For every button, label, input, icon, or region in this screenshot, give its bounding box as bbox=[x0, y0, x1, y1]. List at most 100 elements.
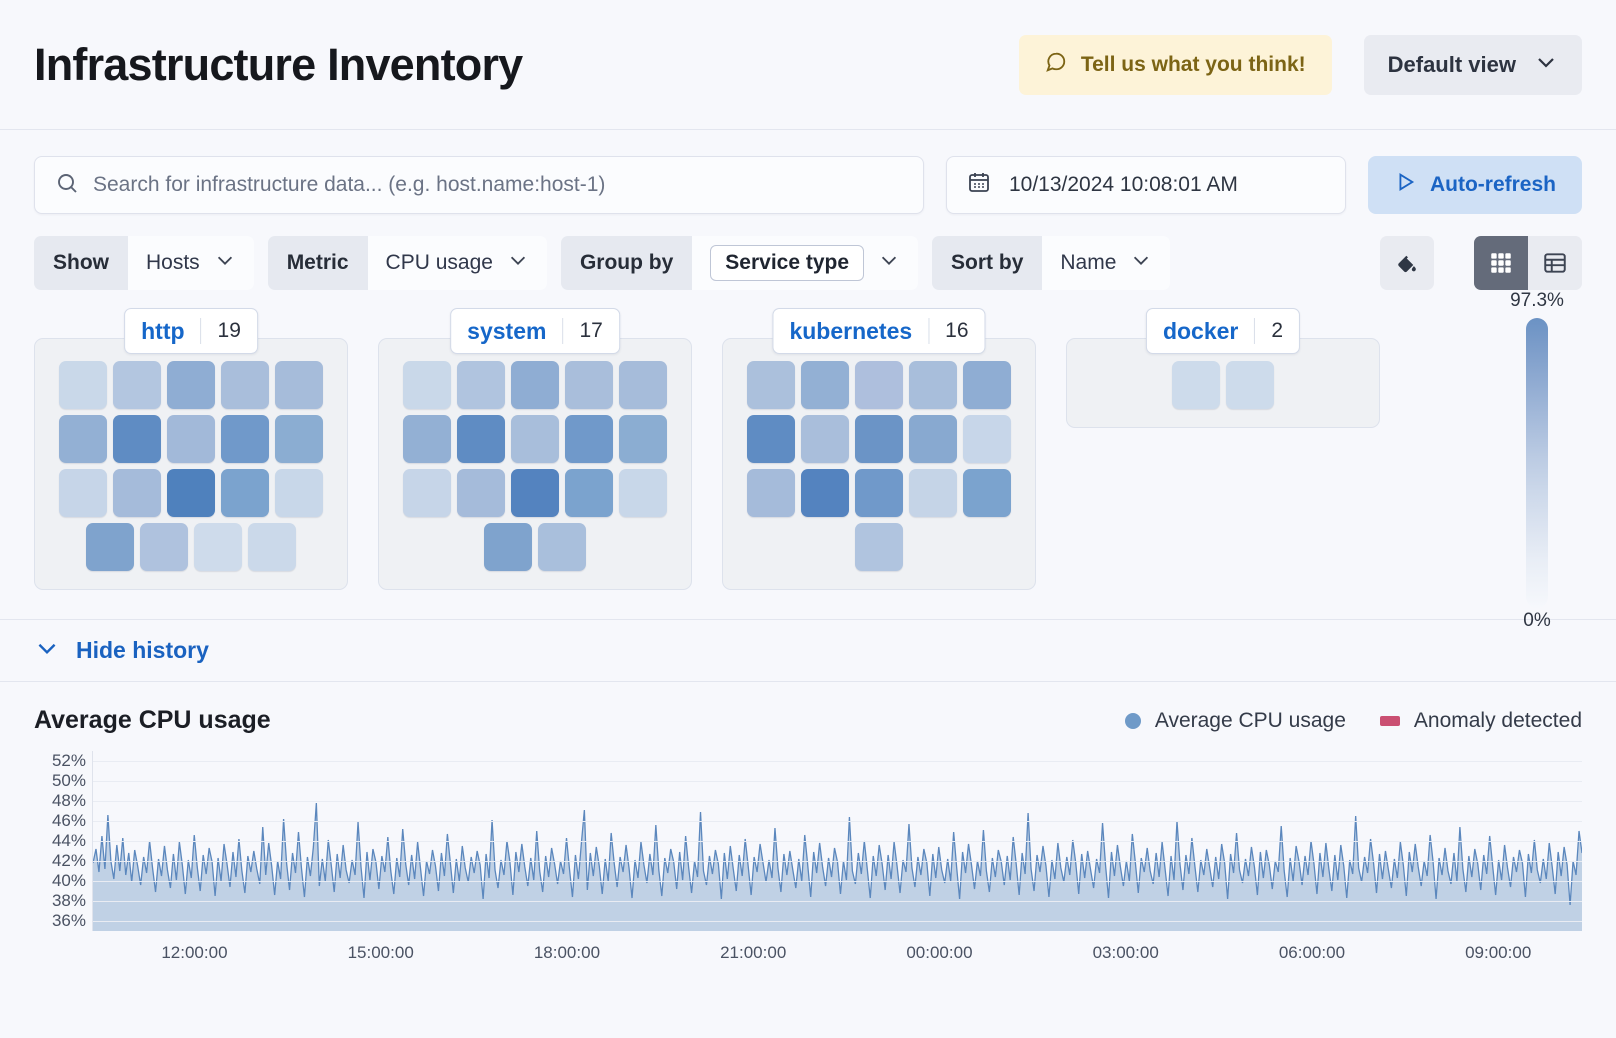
node-cell[interactable] bbox=[113, 469, 161, 517]
group-name[interactable]: kubernetes bbox=[789, 317, 913, 344]
node-cell[interactable] bbox=[801, 415, 849, 463]
node-cell[interactable] bbox=[619, 415, 667, 463]
table-view-icon[interactable] bbox=[1528, 236, 1582, 290]
node-cell[interactable] bbox=[194, 523, 242, 571]
plot-area[interactable] bbox=[92, 751, 1582, 931]
filter-sort-by-label[interactable]: Sort by bbox=[932, 236, 1043, 290]
node-cell[interactable] bbox=[909, 361, 957, 409]
view-mode-toggle[interactable] bbox=[1474, 236, 1582, 290]
chart-legend: Average CPU usage Anomaly detected bbox=[1124, 709, 1582, 733]
node-cell[interactable] bbox=[619, 361, 667, 409]
node-cell[interactable] bbox=[457, 361, 505, 409]
node-cell[interactable] bbox=[855, 469, 903, 517]
node-cell[interactable] bbox=[403, 469, 451, 517]
node-cell[interactable] bbox=[963, 361, 1011, 409]
group-name[interactable]: http bbox=[141, 317, 185, 344]
hide-history-toggle[interactable]: Hide history bbox=[0, 620, 1616, 682]
grid-view-icon[interactable] bbox=[1474, 236, 1528, 290]
node-cell[interactable] bbox=[167, 361, 215, 409]
auto-refresh-button[interactable]: Auto-refresh bbox=[1367, 156, 1582, 214]
node-cell[interactable] bbox=[801, 361, 849, 409]
group-name[interactable]: docker bbox=[1162, 317, 1239, 344]
x-axis-tick: 09:00:00 bbox=[1465, 943, 1532, 962]
node-cell[interactable] bbox=[221, 469, 269, 517]
x-axis-tick: 06:00:00 bbox=[1278, 943, 1346, 962]
node-cell[interactable] bbox=[855, 361, 903, 409]
node-cell[interactable] bbox=[747, 469, 795, 517]
filter-show[interactable]: Show Hosts bbox=[34, 236, 254, 290]
node-cell[interactable] bbox=[275, 361, 323, 409]
node-cell[interactable] bbox=[167, 415, 215, 463]
node-cell[interactable] bbox=[140, 523, 188, 571]
feedback-button[interactable]: Tell us what you think! bbox=[1018, 34, 1332, 95]
node-cell[interactable] bbox=[248, 523, 296, 571]
node-cell[interactable] bbox=[511, 415, 559, 463]
node-cell[interactable] bbox=[275, 469, 323, 517]
node-cell[interactable] bbox=[855, 523, 903, 571]
filter-show-label[interactable]: Show bbox=[34, 236, 128, 290]
node-cell[interactable] bbox=[565, 361, 613, 409]
node-cell[interactable] bbox=[565, 415, 613, 463]
search-bar[interactable] bbox=[34, 156, 924, 214]
node-cell[interactable] bbox=[113, 415, 161, 463]
node-cell[interactable] bbox=[855, 415, 903, 463]
group-name[interactable]: system bbox=[467, 317, 547, 344]
filter-group-by[interactable]: Group by Service type bbox=[560, 236, 919, 290]
node-cell[interactable] bbox=[59, 469, 107, 517]
node-cell[interactable] bbox=[909, 415, 957, 463]
node-cell[interactable] bbox=[457, 469, 505, 517]
filter-metric-value[interactable]: CPU usage bbox=[367, 236, 547, 290]
node-cell[interactable] bbox=[457, 415, 505, 463]
node-cell[interactable] bbox=[511, 361, 559, 409]
filter-group-by-value[interactable]: Service type bbox=[692, 236, 919, 290]
date-picker[interactable]: 10/13/2024 10:08:01 AM bbox=[945, 156, 1346, 214]
y-axis-tick: 38% bbox=[51, 891, 86, 910]
filter-sort-by-text: Name bbox=[1060, 251, 1117, 274]
node-cell[interactable] bbox=[801, 469, 849, 517]
node-cell[interactable] bbox=[221, 361, 269, 409]
filter-sort-by-value[interactable]: Name bbox=[1042, 236, 1171, 290]
grid-line bbox=[93, 821, 1582, 822]
legend-item-average-cpu-usage[interactable]: Average CPU usage bbox=[1124, 709, 1346, 733]
node-cell[interactable] bbox=[403, 415, 451, 463]
filter-sort-by[interactable]: Sort by Name bbox=[932, 236, 1171, 290]
filter-show-value[interactable]: Hosts bbox=[128, 236, 254, 290]
node-cell[interactable] bbox=[167, 469, 215, 517]
page-title: Infrastructure Inventory bbox=[34, 38, 523, 90]
filter-metric[interactable]: Metric CPU usage bbox=[267, 236, 547, 290]
default-view-button[interactable]: Default view bbox=[1363, 34, 1582, 95]
node-cell[interactable] bbox=[963, 415, 1011, 463]
search-input[interactable] bbox=[93, 173, 903, 197]
y-axis: 52%50%48%46%44%42%40%38%36% bbox=[34, 751, 92, 931]
node-cell[interactable] bbox=[511, 469, 559, 517]
auto-refresh-label: Auto-refresh bbox=[1429, 173, 1556, 196]
node-cell[interactable] bbox=[59, 415, 107, 463]
filter-metric-label[interactable]: Metric bbox=[267, 236, 368, 290]
node-cell[interactable] bbox=[484, 523, 532, 571]
node-cell[interactable] bbox=[86, 523, 134, 571]
node-cell[interactable] bbox=[221, 415, 269, 463]
node-cell[interactable] bbox=[1172, 361, 1220, 409]
node-cell[interactable] bbox=[538, 523, 586, 571]
node-cell[interactable] bbox=[275, 415, 323, 463]
filter-group-by-label[interactable]: Group by bbox=[560, 236, 693, 290]
play-icon bbox=[1394, 171, 1416, 199]
node-cell[interactable] bbox=[403, 361, 451, 409]
node-cell[interactable] bbox=[963, 469, 1011, 517]
color-fill-icon[interactable] bbox=[1380, 236, 1434, 290]
node-cell[interactable] bbox=[113, 361, 161, 409]
node-cell[interactable] bbox=[747, 415, 795, 463]
node-cell[interactable] bbox=[909, 469, 957, 517]
node-cell[interactable] bbox=[747, 361, 795, 409]
legend-item-anomaly-detected[interactable]: Anomaly detected bbox=[1379, 709, 1582, 733]
y-axis-tick: 44% bbox=[51, 831, 86, 850]
node-cell[interactable] bbox=[619, 469, 667, 517]
node-cell[interactable] bbox=[565, 469, 613, 517]
node-cell[interactable] bbox=[1226, 361, 1274, 409]
node-cell[interactable] bbox=[59, 361, 107, 409]
